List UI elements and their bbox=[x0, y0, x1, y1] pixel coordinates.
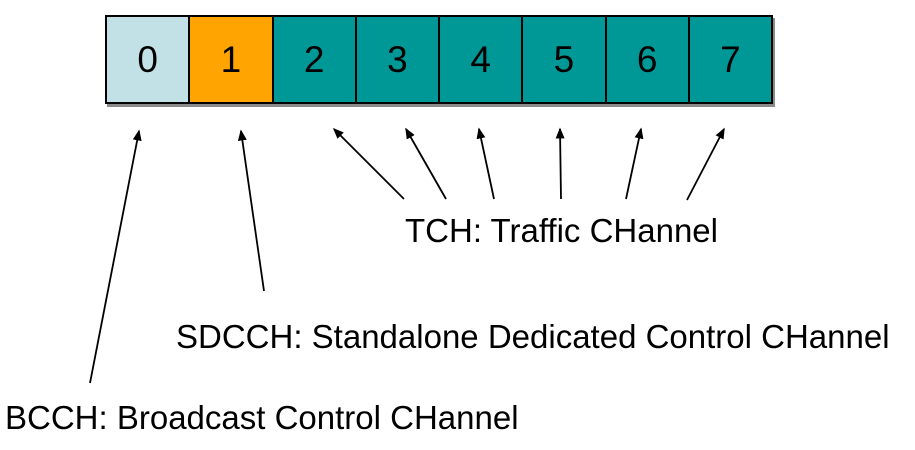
arrow-tch-to-slot5 bbox=[555, 127, 565, 200]
timeslot-0: 0 bbox=[107, 17, 191, 102]
timeslot-4: 4 bbox=[440, 17, 524, 102]
arrow-tch-to-slot6 bbox=[625, 127, 644, 200]
arrow-sdcch-to-slot1 bbox=[237, 129, 265, 292]
timeslot-5: 5 bbox=[523, 17, 607, 102]
arrow-tch-to-slot4 bbox=[476, 127, 495, 200]
timeslot-3: 3 bbox=[356, 17, 440, 102]
timeslot-2: 2 bbox=[273, 17, 357, 102]
timeslot-1: 1 bbox=[190, 17, 274, 102]
timeslot-6: 6 bbox=[606, 17, 690, 102]
arrow-tch-to-slot7 bbox=[686, 127, 725, 201]
tch-label: TCH: Traffic CHannel bbox=[405, 212, 718, 249]
arrow-tch-to-slot3 bbox=[405, 127, 447, 200]
arrow-bcch-to-slot0 bbox=[89, 129, 142, 384]
timeslot-bar: 0 1 2 3 4 5 6 7 bbox=[105, 15, 773, 104]
sdcch-label: SDCCH: Standalone Dedicated Control CHan… bbox=[176, 318, 890, 355]
bcch-label: BCCH: Broadcast Control CHannel bbox=[5, 399, 519, 436]
timeslot-7: 7 bbox=[689, 17, 771, 102]
arrow-tch-to-slot2 bbox=[332, 127, 405, 200]
